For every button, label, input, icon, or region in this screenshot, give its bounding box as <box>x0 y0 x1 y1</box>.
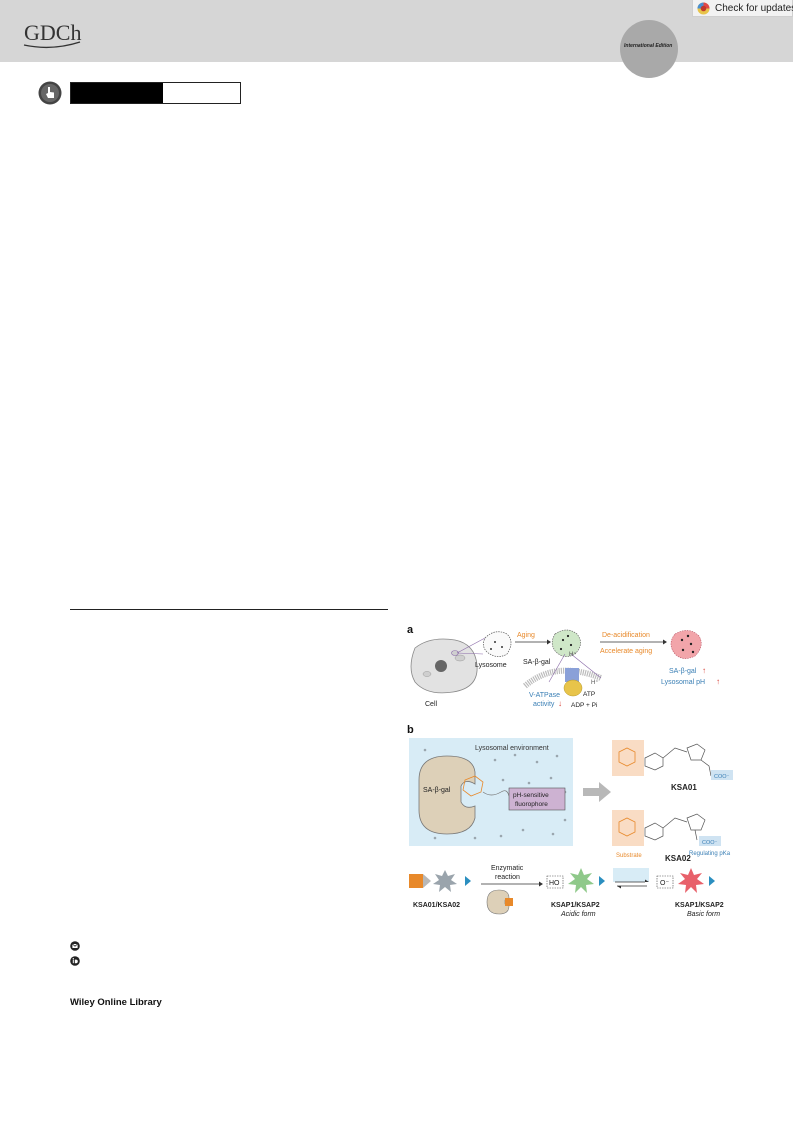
sa-gal-increase-label: SA-β-gal <box>669 668 697 675</box>
green-star <box>568 868 594 893</box>
sa-gal-label-b: SA-β-gal <box>423 787 451 794</box>
ksa01-substrate-bg <box>612 740 644 776</box>
accelerate-aging-label: Accelerate aging <box>600 648 652 655</box>
ksa02-label: KSA02 <box>665 854 691 863</box>
article-type-bar <box>70 82 241 104</box>
lysosome-illustration <box>483 631 512 657</box>
wiley-online-library-label: Wiley Online Library <box>70 997 162 1008</box>
equilibrium-env <box>613 868 649 882</box>
proton-label-1: H⁺ <box>569 651 577 658</box>
red-star <box>678 868 704 893</box>
sa-gal-enzyme <box>418 755 476 835</box>
fluorophore-box <box>508 787 566 811</box>
edition-label: International Edition <box>624 43 673 49</box>
coo-box-2 <box>699 836 721 846</box>
v-atpase-pump <box>565 668 579 682</box>
email-icon[interactable] <box>70 941 80 951</box>
ho-label: HO <box>549 880 560 887</box>
ho-box <box>546 875 564 889</box>
sugar-substrate <box>462 775 484 797</box>
start-probe-label: KSA01/KSA02 <box>413 902 460 909</box>
check-for-updates-label: Check for updates <box>715 2 793 14</box>
atp-synthase-head <box>563 679 583 697</box>
basic-form-label: Basic form <box>687 911 720 918</box>
reaction-label: reaction <box>495 874 520 881</box>
enzymatic-label: Enzymatic <box>491 865 524 872</box>
fluorophore-label-2: fluorophore <box>515 801 548 808</box>
cell-label: Cell <box>425 701 438 708</box>
fluorophore-label-1: pH-sensitive <box>513 792 549 799</box>
substrate-label: Substrate <box>616 853 642 859</box>
ksa01-label: KSA01 <box>671 783 697 792</box>
proton-label-2: H⁺ <box>591 679 599 686</box>
regulating-pka-label: Regulating pKa <box>689 851 731 857</box>
gdch-logo: GDCh <box>22 20 92 55</box>
panel-a-label: a <box>407 624 414 636</box>
journal-header: GDCh International Edition <box>0 0 793 78</box>
o-minus-box <box>656 875 674 889</box>
o-minus-label: O⁻ <box>660 880 669 887</box>
edition-badge <box>620 20 678 78</box>
ksa02-substrate-bg <box>612 810 644 846</box>
lysosomal-environment-label: Lysosomal environment <box>475 745 549 752</box>
coo-label-1: COO⁻ <box>714 774 730 780</box>
crossmark-icon <box>697 1 710 15</box>
v-atpase-label: V-ATPase <box>529 692 560 699</box>
adp-label: ADP + Pi <box>571 702 597 709</box>
sa-gal-label-a: SA-β-gal <box>523 659 551 666</box>
v-atpase-activity-label: activity <box>533 701 555 708</box>
hand-pointer-icon <box>38 81 62 105</box>
coo-label-2: COO⁻ <box>702 840 718 846</box>
article-type-bar-fill <box>71 83 163 103</box>
start-substrate-block <box>409 874 423 888</box>
transition-arrow <box>583 782 611 802</box>
aging-label: Aging <box>517 632 535 639</box>
basic-product-label: KSAP1/KSAP2 <box>675 902 724 909</box>
panel-b-label: b <box>407 724 414 736</box>
check-for-updates-button[interactable]: Check for updates <box>692 0 793 17</box>
acidic-form-label: Acidic form <box>560 911 596 918</box>
footnote-divider <box>70 609 388 610</box>
increase-arrow-2: ↑ <box>716 677 720 686</box>
coo-box-1 <box>711 770 733 780</box>
atp-label: ATP <box>583 691 595 698</box>
cell-illustration <box>410 638 478 694</box>
orcid-icon[interactable] <box>70 956 80 966</box>
gdch-logo-text: GDCh <box>24 20 81 45</box>
lysosomal-ph-label: Lysosomal pH <box>661 679 705 686</box>
de-acidification-label: De-acidification <box>602 632 650 639</box>
increase-arrow-1: ↑ <box>702 666 706 675</box>
acidic-product-label: KSAP1/KSAP2 <box>551 902 600 909</box>
aged-lysosome-illustration <box>551 629 581 657</box>
lysosome-label: Lysosome <box>475 662 507 669</box>
red-lysosome-illustration <box>670 630 702 659</box>
quenched-star <box>433 870 457 892</box>
decrease-arrow: ↓ <box>558 699 562 708</box>
schematic-figure: a Cell Lysosome Aging SA-β-gal H⁺ H⁺ ATP… <box>405 620 740 925</box>
